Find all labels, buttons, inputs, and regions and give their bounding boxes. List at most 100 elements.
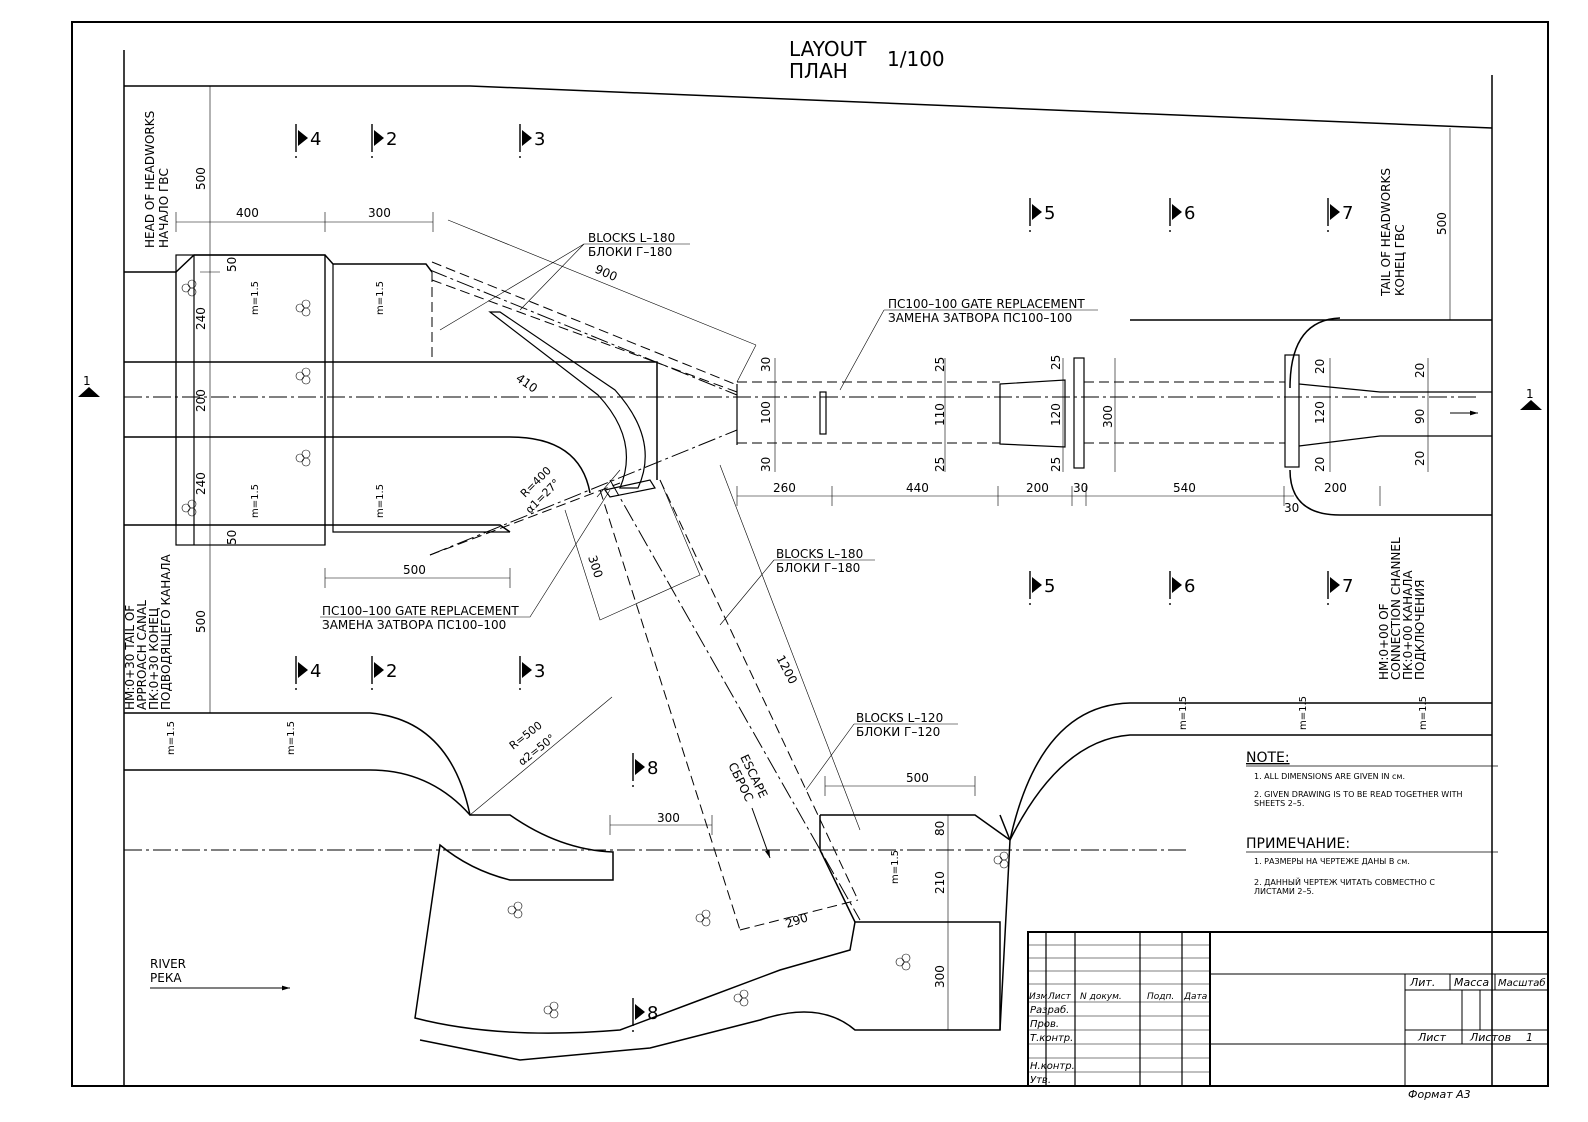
riprap-stone [181,283,191,293]
section-flag-label: 3 [534,661,545,682]
dim-25-b: 25 [933,457,947,472]
dim-500-left-bottom: 500 [194,610,208,633]
section-flag: 7 [1327,571,1353,605]
riprap-stone [543,1005,553,1015]
slope-m2: m=1.5 [375,281,386,315]
dim-20-c: 20 [1413,363,1427,378]
tb-t-kontr: Т.контр. [1030,1033,1073,1044]
riprap-stone [549,1001,559,1011]
dim-20-d: 20 [1413,451,1427,466]
callout-blocks180-top-ru: БЛОКИ Г–180 [588,245,672,259]
tb-masshtab: Масштаб [1498,977,1546,989]
tail-en: TAIL OF HEADWORKS [1379,168,1393,297]
dim-300-river: 300 [657,811,680,825]
tb-list2: Лист [1417,1031,1446,1044]
conn-line-4: ПОДКЛЮЧЕНИЯ [1413,580,1427,681]
section-flag-label: 6 [1184,576,1195,597]
riprap-stone [295,303,305,313]
dim-120-a: 120 [1049,403,1063,426]
dim-200-left: 200 [194,389,208,412]
dim-1200: 1200 [773,653,800,687]
section-flag-label: 4 [310,661,321,682]
tb-izm: Изм [1029,992,1048,1002]
riprap-stone [895,957,905,967]
riprap-stone [739,997,749,1007]
tb-format: Формат А3 [1408,1088,1471,1101]
section-flag-arrow [298,130,308,146]
dim-540: 540 [1173,481,1196,495]
dim-25-c: 25 [1049,355,1063,370]
section-flag-arrow [1330,204,1340,220]
drawing-frame [71,21,1549,1087]
slope-m4: m=1.5 [375,484,386,518]
section-flag-label: 3 [534,129,545,150]
dim-25-a: 25 [933,357,947,372]
section-mark-right-label: 1 [1526,387,1534,401]
slope-m6: m=1.5 [286,721,297,755]
riprap-stone [701,917,711,927]
dim-100: 100 [759,401,773,424]
section-flag-label: 2 [386,129,397,150]
tb-razrab: Разраб. [1030,1004,1069,1016]
prim-2b: ЛИСТАМИ 2–5. [1254,887,1314,896]
riprap-stone [901,953,911,963]
notes-block: NOTE: 1. ALL DIMENSIONS ARE GIVEN IN см.… [1246,750,1498,896]
section-flag-label: 4 [310,129,321,150]
callout-gate-top-en: ПС100–100 GATE REPLACEMENT [888,297,1085,311]
dim-110: 110 [933,403,947,426]
title-en: LAYOUT [789,37,867,61]
riprap-symbols [181,279,1009,1019]
dimensions: 500 400 300 50 240 200 240 50 500 500 90… [194,167,1449,988]
section-flag-arrow [522,130,532,146]
riprap-stone [187,507,197,517]
river-en: RIVER [150,957,186,971]
dim-200-b: 200 [1324,481,1347,495]
section-flag-label: 6 [1184,203,1195,224]
slope-m5: m=1.5 [166,721,177,755]
structure-walls [175,254,1492,546]
section-flag: 4 [295,656,321,690]
dim-120-b: 120 [1313,401,1327,424]
section-flag-label: 7 [1342,203,1353,224]
conn-line-3: ПК:0+00 КАНАЛА [1401,570,1415,680]
riprap-stone [999,851,1009,861]
dim-210: 210 [933,871,947,894]
dim-200-a: 200 [1026,481,1049,495]
section-flag-arrow [1172,577,1182,593]
dim-500-river: 500 [906,771,929,785]
section-flag: 3 [519,124,545,158]
tb-podp: Подп. [1147,992,1174,1002]
block-lines [429,261,1285,931]
dim-500-right-top: 500 [1435,212,1449,235]
dim-900: 900 [593,262,620,284]
riprap-stone [301,457,311,467]
dim-90: 90 [1413,409,1427,424]
riprap-stone [733,993,743,1003]
section-mark-left: 1 [78,374,100,397]
section-flag-label: 2 [386,661,397,682]
dim-300-top: 300 [368,206,391,220]
centre-lines [124,269,1480,921]
dim-240-bottom: 240 [194,472,208,495]
callouts: BLOCKS L–180 БЛОКИ Г–180 ПС100–100 GATE … [320,231,1098,859]
tb-utv: Утв. [1030,1075,1051,1086]
conn-line-2: CONNECTION CHANNEL [1389,537,1403,680]
tb-list: Лист [1047,992,1072,1002]
dim-20-b: 20 [1313,457,1327,472]
dim-80: 80 [933,821,947,836]
dim-500-mid: 500 [403,563,426,577]
riprap-stone [993,855,1003,865]
section-flag-label: 5 [1044,203,1055,224]
conn-line-1: HM:0+00 OF [1377,603,1391,680]
tb-n-kontr: Н.контр. [1030,1061,1075,1072]
approach-line-2: APPROACH CANAL [135,600,149,710]
dim-300-bottom: 300 [933,965,947,988]
title-scale: 1/100 [887,47,945,71]
section-flag: 5 [1029,198,1055,232]
section-flag-label: 8 [647,758,658,779]
callout-gate-top-ru: ЗАМЕНА ЗАТВОРА ПС100–100 [888,311,1072,325]
riprap-stone [301,307,311,317]
section-flag-arrow [298,662,308,678]
section-flag-arrow [1032,577,1042,593]
dim-440: 440 [906,481,929,495]
